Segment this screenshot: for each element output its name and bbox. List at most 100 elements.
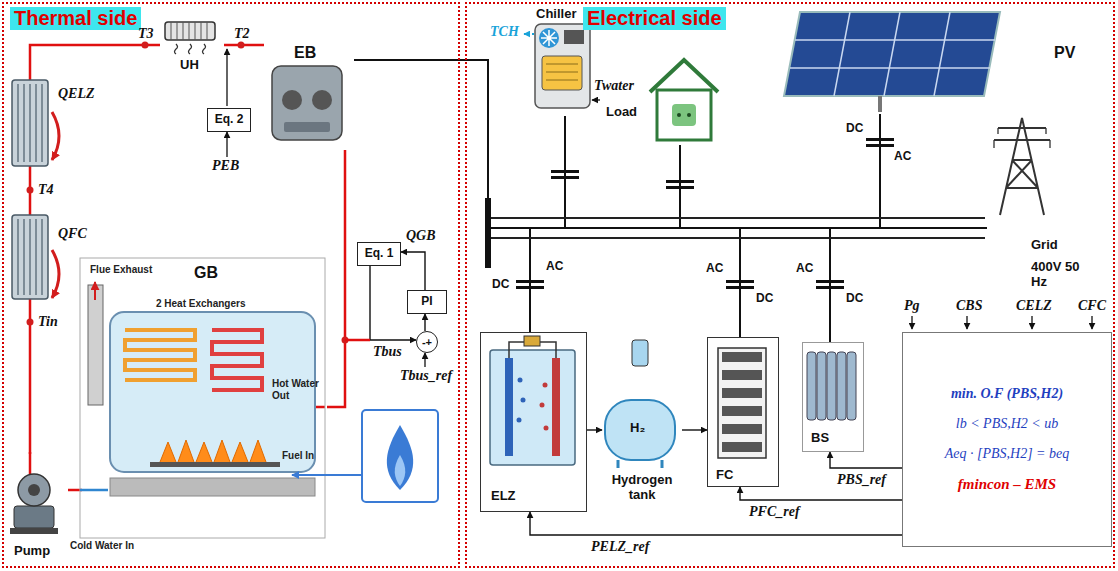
temperature-label: T4 — [38, 182, 54, 198]
edge-label: PELZ_ref — [590, 539, 650, 555]
chiller-icon — [524, 24, 600, 108]
edge-label: PBS_ref — [836, 472, 887, 488]
connector — [424, 314, 425, 331]
summing-junction: -+ — [416, 331, 438, 353]
connector — [740, 228, 987, 337]
radiator-icon — [12, 80, 59, 299]
gas-boiler-illustration — [80, 258, 325, 538]
icon-label: Chiller — [536, 7, 576, 22]
boiler-icon — [272, 66, 342, 140]
connector — [740, 487, 902, 500]
constraint-text: Aeq · [PBS,H2] = beq — [945, 446, 1070, 462]
part-label: Flue Exhaust — [90, 264, 152, 276]
icon-label: EB — [294, 44, 316, 62]
equation-box: Eq. 1 — [357, 242, 401, 266]
edge-label: Tbus — [372, 344, 403, 360]
input-label: CFC — [1078, 298, 1106, 314]
panel-heading: Electrical side — [583, 7, 726, 30]
battery-box: BS — [802, 342, 864, 452]
temperature-label: TCH — [490, 24, 519, 40]
converter-label: AC — [706, 262, 723, 276]
box-label: PI — [421, 295, 432, 309]
bus-bar — [485, 198, 985, 268]
edge-label: PFC_ref — [748, 504, 801, 520]
sign-label: - — [422, 337, 426, 348]
icon-label: GB — [194, 264, 218, 282]
objective-text: min. O.F (PBS,H2) — [951, 386, 1063, 402]
icon-label: Pump — [14, 544, 50, 559]
icon-label: FC — [716, 468, 733, 483]
pi-controller: PI — [407, 290, 447, 314]
connector — [682, 429, 707, 430]
temperature-points — [27, 42, 349, 344]
icon-label: ELZ — [491, 489, 516, 504]
heat-label: QELZ — [58, 86, 95, 102]
icon-label: PV — [1054, 44, 1075, 62]
icon-label: Hydrogen tank — [606, 473, 678, 503]
solver-text: fmincon – EMS — [958, 476, 1056, 493]
heat-label: QFC — [58, 226, 87, 242]
gas-boiler-node: GBFlue Exhaust2 Heat ExchangersHot Water… — [82, 260, 327, 540]
converter-label: DC — [846, 122, 863, 136]
connector — [530, 512, 902, 535]
input-label: Pg — [904, 298, 920, 314]
panel-region: Electrical side ChillerLoad PV Grid 400V 50 … — [465, 2, 1115, 568]
icon-label: Load — [606, 105, 637, 120]
boiler-node: EB — [264, 40, 354, 150]
ems-box: min. O.F (PBS,H2) lb < PBS,H2 < ub Aeq · [… — [902, 332, 1112, 547]
converter-label: DC — [492, 278, 509, 292]
hydrogen-tank: H₂ Hydrogen tank — [602, 397, 682, 512]
temperature-label: Tin — [38, 314, 58, 330]
hydrogen-tank-icon — [605, 340, 675, 468]
icon-label: UH — [180, 58, 199, 73]
fuel-cell-stack — [718, 348, 766, 458]
pump-icon — [10, 474, 58, 534]
box-label: Eq. 1 — [365, 247, 394, 261]
house-icon — [650, 60, 718, 140]
power-label: PEB — [212, 158, 239, 174]
part-label: Cold Water In — [70, 540, 134, 552]
electrolyzer-box: ELZ — [480, 332, 587, 512]
rating-label: 400V 50 Hz — [1031, 260, 1091, 290]
constraint-text: lb < PBS,H2 < ub — [956, 416, 1059, 432]
connector — [401, 252, 425, 290]
temperature-label: T2 — [234, 26, 250, 42]
part-label: 2 Heat Exchangers — [156, 298, 246, 310]
setpoint-label: Tbus_ref — [400, 368, 452, 384]
chiller-node: Chiller — [524, 4, 602, 116]
part-label: Fuel In — [282, 450, 314, 462]
temperature-label: T3 — [138, 26, 154, 42]
connector — [530, 228, 987, 332]
edge-label: QGB — [405, 228, 437, 244]
icon-label: Grid — [1031, 238, 1058, 253]
temperature-label: Twater — [594, 78, 634, 94]
converter-label: AC — [894, 150, 911, 164]
converter-symbol — [516, 138, 894, 289]
transmission-tower — [994, 118, 1050, 215]
connector — [587, 429, 602, 430]
battery-cells — [807, 352, 856, 420]
input-label: CELZ — [1016, 298, 1052, 314]
heater-node: UH — [160, 18, 224, 78]
tank-mark: H₂ — [630, 421, 645, 436]
connector — [565, 116, 987, 228]
converter-label: DC — [846, 292, 863, 306]
input-label: CBS — [956, 298, 982, 314]
connector — [327, 150, 345, 407]
fuel-cell-box: FC — [707, 337, 779, 487]
electrolyzer-icon — [490, 336, 575, 465]
converter-label: AC — [546, 260, 563, 274]
converter-label: AC — [796, 262, 813, 276]
connector — [830, 452, 902, 468]
equation-box: Eq. 2 — [207, 108, 251, 132]
panel-heading: Thermal side — [10, 7, 141, 30]
converter-label: DC — [756, 292, 773, 306]
pump-node: Pump — [8, 454, 68, 560]
pv-node: PV — [772, 4, 1090, 114]
connector — [830, 228, 987, 342]
pv-panel-icon — [784, 12, 1000, 112]
grid-node: Grid 400V 50 Hz — [987, 114, 1112, 299]
load-node: Load — [604, 57, 726, 145]
sign-label: + — [426, 337, 432, 348]
